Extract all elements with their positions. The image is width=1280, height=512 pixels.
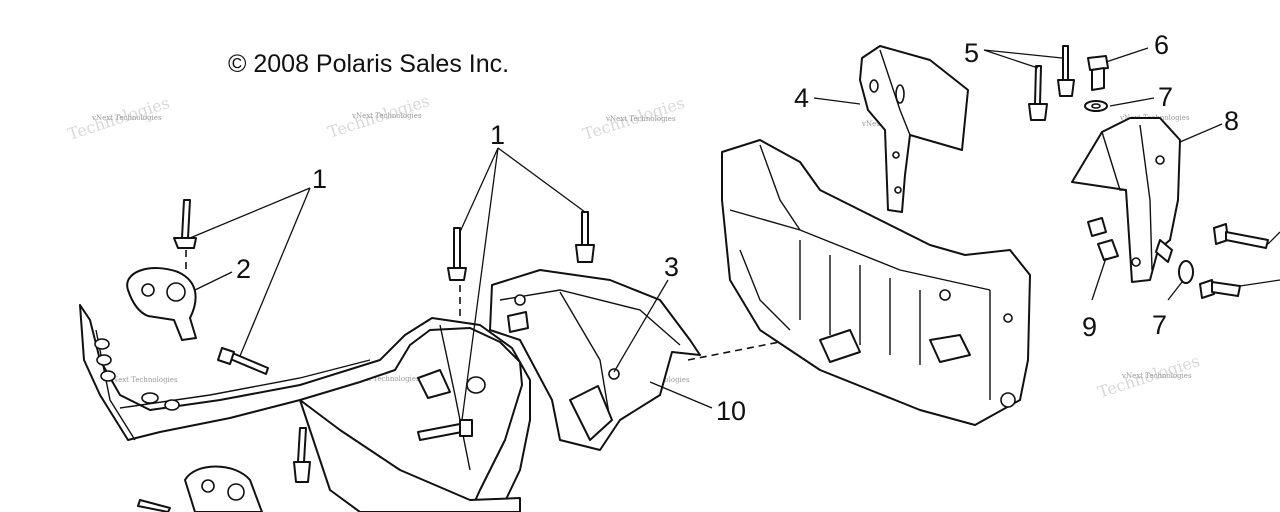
callout-5: 5	[964, 38, 979, 68]
bracket-4	[859, 45, 969, 213]
frame-rail-assembly	[79, 304, 531, 512]
watermark-3: vNext Technologies	[605, 115, 676, 123]
leader-lines	[189, 47, 1280, 421]
watermark-7: vNext Technologies	[349, 375, 420, 383]
bolt-6	[1087, 55, 1109, 91]
bracket-2	[126, 267, 197, 341]
bolt-right	[1199, 223, 1269, 299]
callout-6: 6	[1154, 30, 1169, 60]
callout-8: 8	[1224, 106, 1239, 136]
callout-2: 2	[236, 254, 251, 284]
washer-7-lower	[1178, 260, 1194, 284]
washer-hole	[1091, 103, 1101, 109]
bolts-5	[1028, 45, 1075, 121]
watermark-10: vNext Technologies	[1121, 372, 1192, 380]
callout-4: 4	[794, 83, 809, 113]
callout-3: 3	[664, 252, 679, 282]
callout-10: 10	[716, 396, 746, 426]
bolts-1	[137, 199, 595, 512]
callout-1: 1	[312, 164, 327, 194]
callout-1: 1	[490, 120, 505, 150]
callout-labels: 1 1 2 3 4 5 6 7 8 9 7 10	[236, 30, 1239, 426]
callout-7: 7	[1158, 82, 1173, 112]
bracket-8	[1071, 117, 1181, 283]
watermark-6: vNext Technologies	[107, 376, 178, 384]
watermark-1: vNext Technologies	[91, 114, 162, 122]
watermark-2: vNext Technologies	[351, 112, 422, 120]
nut-9	[1087, 217, 1119, 261]
cross-member	[721, 139, 1031, 426]
callout-7: 7	[1152, 310, 1167, 340]
copyright-text: © 2008 Polaris Sales Inc.	[228, 50, 509, 78]
callout-9: 9	[1082, 312, 1097, 342]
